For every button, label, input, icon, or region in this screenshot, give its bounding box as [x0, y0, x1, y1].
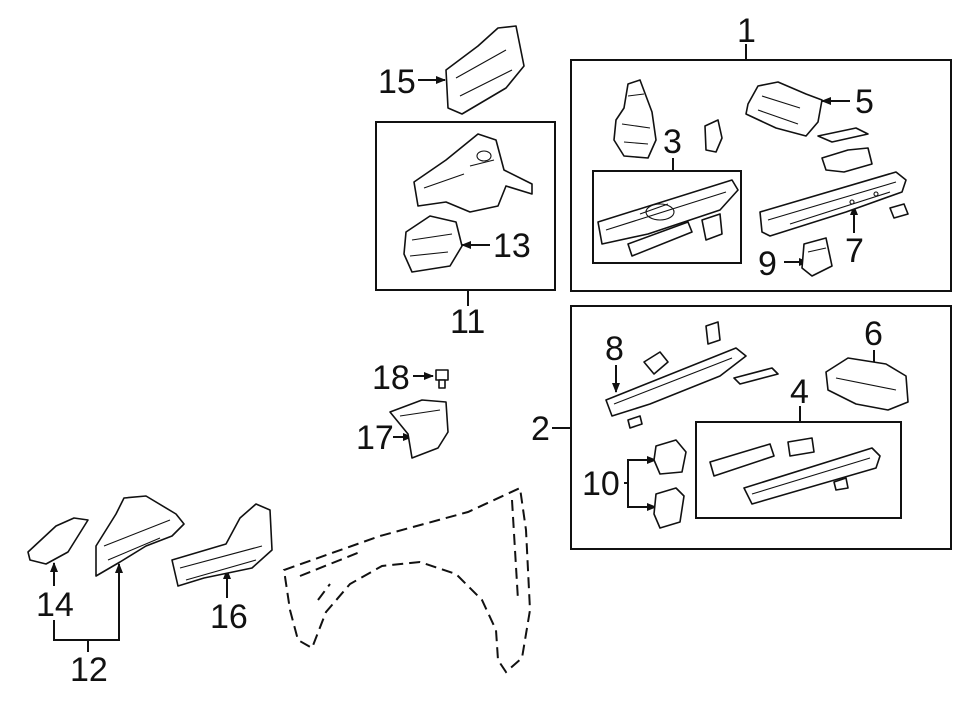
rail-bracket-part — [821, 147, 873, 173]
rail-bracket-small-part — [701, 213, 723, 241]
callout-16: 16 — [210, 598, 248, 636]
callout-5: 5 — [855, 83, 874, 121]
box-assembly-1 — [570, 59, 952, 292]
rail-assembly-part-3 — [597, 179, 739, 245]
callout-12: 12 — [70, 651, 108, 689]
bracket-part-9 — [801, 237, 833, 277]
fender-outline — [282, 486, 532, 674]
box-subassembly-3 — [592, 170, 742, 264]
callout-9: 9 — [758, 245, 777, 283]
callout-1: 1 — [737, 12, 756, 50]
apron-upper-part — [413, 133, 533, 213]
rail-outer-part-4 — [709, 443, 775, 477]
callout-4: 4 — [790, 373, 809, 411]
box-assembly-2 — [570, 305, 952, 550]
leader-10 — [624, 459, 652, 508]
box-assembly-11 — [375, 121, 556, 291]
callout-18: 18 — [372, 359, 410, 397]
bracket-lower-part-10 — [653, 487, 685, 529]
callout-10: 10 — [582, 465, 620, 503]
rail-bracket-part-4 — [787, 437, 815, 457]
rail-pad-part — [627, 415, 643, 429]
callout-13: 13 — [493, 227, 531, 265]
bracket-upper-left-part — [613, 79, 657, 159]
leader-12 — [53, 566, 120, 652]
callout-3: 3 — [663, 123, 682, 161]
rail-cap-part — [643, 351, 669, 375]
bolt-part-18 — [435, 369, 449, 389]
rail-inner-part-4 — [743, 447, 881, 505]
apron-reinforcement-part-6 — [825, 357, 909, 411]
apron-panel-part-16 — [171, 503, 273, 587]
rail-assembly-part-8 — [605, 347, 747, 417]
plate-part — [817, 127, 869, 143]
bracket-part-14 — [27, 517, 89, 565]
bracket-part-17 — [389, 399, 449, 459]
rail-strip-part — [733, 367, 779, 385]
apron-panel-part-12 — [95, 495, 185, 577]
apron-reinforcement-part-5 — [745, 81, 823, 137]
callout-8: 8 — [605, 330, 624, 368]
bracket-upper-part-10 — [653, 439, 687, 475]
rail-tab-part — [705, 321, 721, 345]
callout-2: 2 — [531, 410, 550, 448]
small-gusset-part — [704, 119, 723, 153]
rail-clip-part-4 — [833, 477, 849, 491]
frame-rail-part-7 — [759, 171, 907, 237]
callout-17: 17 — [356, 419, 394, 457]
rail-lower-part — [627, 221, 693, 257]
box-subassembly-4 — [695, 421, 902, 519]
apron-lower-part-13 — [403, 215, 463, 273]
callout-7: 7 — [845, 232, 864, 270]
callout-11: 11 — [450, 303, 485, 341]
apron-extension-part-15 — [445, 25, 525, 115]
callout-15: 15 — [378, 63, 416, 101]
callout-6: 6 — [864, 315, 883, 353]
clip-part — [889, 203, 909, 219]
callout-14: 14 — [36, 586, 74, 624]
